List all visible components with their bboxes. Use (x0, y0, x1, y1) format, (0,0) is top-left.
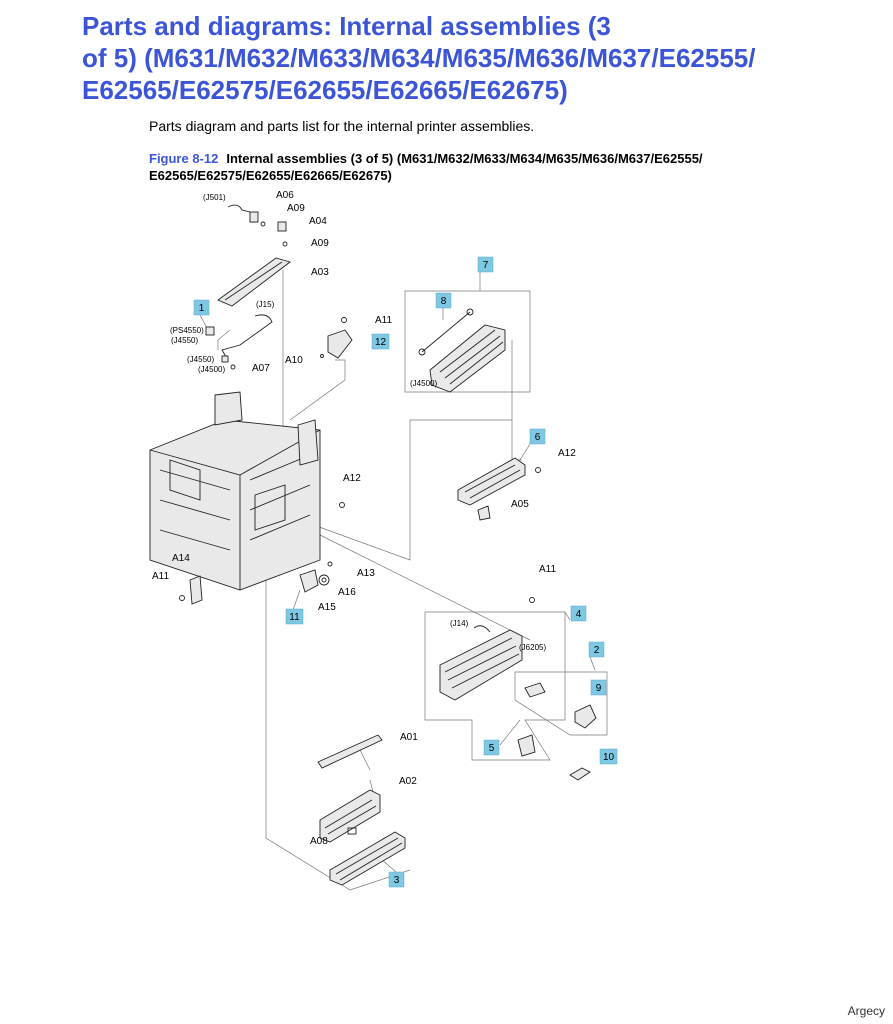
part-2-latch (524, 682, 546, 698)
part-11-bracket (299, 561, 333, 593)
label-a02: A02 (399, 776, 417, 787)
callout-11: 11 (285, 608, 304, 625)
part-10-clip (569, 767, 591, 781)
figure-number: Figure 8-12 (149, 151, 219, 166)
callout-1: 1 (193, 299, 210, 316)
svg-text:6: 6 (535, 432, 541, 443)
footer-watermark: Argecy (847, 1004, 885, 1018)
label-a07: A07 (252, 363, 270, 374)
part-a02-tray (319, 789, 381, 843)
svg-text:5: 5 (489, 743, 495, 754)
svg-text:2: 2 (594, 645, 600, 656)
label-a11-2: A11 (152, 571, 169, 582)
callout-6: 6 (529, 428, 546, 445)
callout-12: 12 (371, 333, 390, 350)
part-a01-guide (317, 734, 383, 769)
svg-text:7: 7 (483, 260, 489, 271)
label-a05: A05 (511, 499, 529, 510)
part-5-block (517, 734, 536, 757)
callout-8: 8 (435, 292, 452, 309)
label-a14: A14 (172, 553, 190, 564)
part-9-latch (574, 704, 597, 729)
connector-j15: (J15) (256, 300, 275, 309)
label-a11-1: A11 (375, 315, 392, 326)
part-main-frame (149, 391, 321, 591)
callout-10: 10 (599, 748, 618, 765)
svg-text:3: 3 (394, 875, 400, 886)
part-labels: A06 A09 A04 A09 A03 A11 A10 A07 A12 A12 … (152, 190, 576, 847)
label-a16: A16 (338, 587, 356, 598)
title-line-1: Parts and diagrams: Internal assemblies … (82, 11, 611, 41)
label-a12-2: A12 (343, 473, 361, 484)
label-a03: A03 (311, 267, 329, 278)
page-title: Parts and diagrams: Internal assemblies … (82, 10, 882, 106)
callout-7: 7 (477, 256, 494, 273)
connector-j14: (J14) (450, 619, 469, 628)
group-box-4 (424, 611, 566, 761)
connector-j4500-1: (J4500) (198, 365, 225, 374)
part-8-roller (418, 308, 474, 356)
sub-assembly-box (265, 560, 411, 891)
label-a06: A06 (276, 190, 294, 201)
label-a08: A08 (310, 836, 328, 847)
part-a03-bracket (217, 257, 291, 307)
label-a15: A15 (318, 602, 336, 613)
callout-9: 9 (590, 679, 607, 696)
label-a11-3: A11 (539, 564, 556, 575)
part-3-assembly (329, 827, 406, 886)
label-a09-2: A09 (311, 238, 329, 249)
part-6-assembly (339, 457, 541, 521)
svg-text:4: 4 (576, 609, 582, 620)
part-a14-plate (179, 575, 203, 605)
svg-text:8: 8 (441, 296, 447, 307)
label-a09-1: A09 (287, 203, 305, 214)
part-7-guide (429, 324, 506, 393)
label-a04: A04 (309, 216, 327, 227)
svg-text:11: 11 (289, 612, 300, 623)
leader-lines (199, 270, 596, 873)
group-box-7 (404, 290, 531, 393)
label-a01: A01 (400, 732, 418, 743)
part-a06-bracket (227, 204, 259, 223)
figure-caption: Figure 8-12 Internal assemblies (3 of 5) … (149, 150, 869, 184)
label-a10: A10 (285, 355, 303, 366)
connector-j6205: (J6205) (519, 643, 546, 652)
part-12-sensor (320, 317, 353, 359)
connector-j4550-2: (J4550) (187, 355, 214, 364)
caption-line-2: E62565/E62575/E62655/E62665/E62675) (149, 168, 392, 183)
intro-text: Parts diagram and parts list for the int… (149, 118, 535, 134)
group-box-2 (514, 671, 608, 736)
connector-j501: (J501) (203, 193, 226, 202)
title-line-2: of 5) (M631/M632/M633/M634/M635/M636/M63… (82, 43, 756, 73)
callout-2: 2 (588, 641, 605, 658)
connector-j4550-1: (J4550) (171, 336, 198, 345)
label-a13: A13 (357, 568, 375, 579)
part-4-assembly (439, 597, 535, 701)
title-line-3: E62565/E62575/E62655/E62665/E62675) (82, 75, 568, 105)
callout-4: 4 (570, 605, 587, 622)
svg-text:12: 12 (375, 337, 387, 348)
callout-3: 3 (388, 871, 405, 888)
svg-text:10: 10 (603, 752, 615, 763)
connector-ps4550: (PS4550) (170, 326, 204, 335)
svg-text:9: 9 (596, 683, 602, 694)
callout-5: 5 (483, 739, 500, 756)
part-a04-sensor (260, 221, 288, 247)
label-a12-1: A12 (558, 448, 576, 459)
svg-text:1: 1 (199, 303, 205, 314)
connector-j4500-2: (J4500) (410, 379, 437, 388)
part-a07-cable (205, 314, 273, 370)
connector-labels: (J501) (J15) (PS4550) (J4550) (J4550) (J… (170, 193, 546, 652)
caption-line-1: Internal assemblies (3 of 5) (M631/M632/… (226, 151, 703, 166)
parts-diagram: 1 2 3 4 5 6 7 8 9 10 11 12 A06 A09 A04 A… (149, 190, 618, 891)
